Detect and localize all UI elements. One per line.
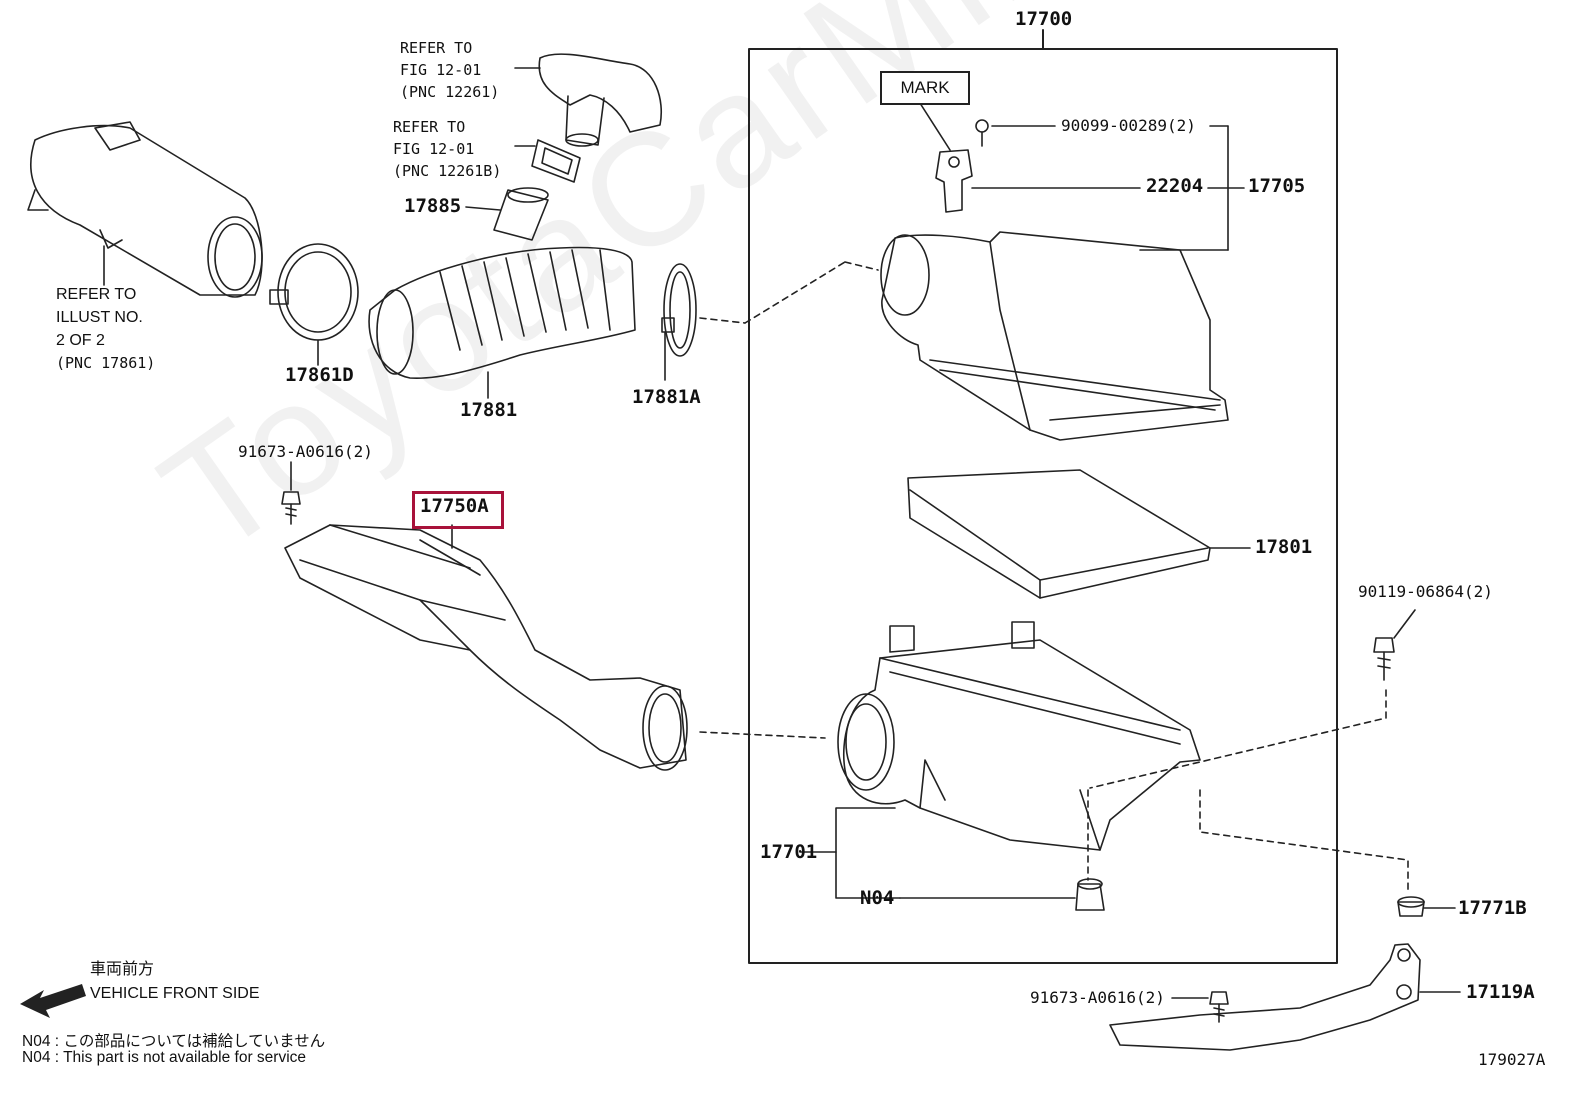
part-17881: 17881 bbox=[460, 399, 518, 421]
air-cleaner-case bbox=[837, 621, 1201, 851]
intake-duct-left bbox=[27, 121, 263, 298]
hose-17881 bbox=[368, 246, 636, 380]
tube-17885 bbox=[493, 187, 549, 241]
ref-hose-mid-line1: REFER TO bbox=[393, 118, 466, 136]
front-side-jp: 車両前方 bbox=[90, 961, 155, 978]
ref-duct-line3: 2 OF 2 bbox=[56, 332, 105, 349]
note-jp: N04 : この部品については補給していません bbox=[22, 1033, 326, 1050]
part-17861D: 17861D bbox=[285, 364, 354, 386]
air-cleaner-cap bbox=[880, 231, 1229, 441]
fitting-12261B bbox=[531, 139, 581, 183]
part-17750A: 17750A bbox=[420, 495, 489, 517]
ref-duct-line1: REFER TO bbox=[56, 286, 137, 303]
rubber-mount-N04 bbox=[1075, 878, 1105, 911]
ref-hose-top-line2: FIG 12-01 bbox=[400, 61, 482, 79]
part-17701: 17701 bbox=[760, 841, 818, 863]
part-91673-bottom: 91673-A0616(2) bbox=[1030, 988, 1165, 1007]
filter-element-17801 bbox=[907, 469, 1211, 599]
ref-hose-mid-line2: FIG 12-01 bbox=[393, 140, 475, 158]
bolt-90119 bbox=[1373, 637, 1395, 681]
ref-duct-line4: (PNC 17861) bbox=[56, 354, 156, 372]
ref-hose-top-line3: (PNC 12261) bbox=[400, 83, 500, 101]
figure-id: 179027A bbox=[1478, 1050, 1546, 1069]
bracket-17119A bbox=[1109, 943, 1421, 1051]
bolt-91673-bottom bbox=[1209, 991, 1229, 1023]
part-17801: 17801 bbox=[1255, 536, 1313, 558]
mark-label: MARK bbox=[880, 71, 970, 105]
hose-12261 bbox=[538, 53, 662, 147]
part-22204: 22204 bbox=[1146, 175, 1204, 197]
part-17705: 17705 bbox=[1248, 175, 1306, 197]
part-90099: 90099-00289(2) bbox=[1061, 116, 1196, 135]
part-N04: N04 bbox=[860, 887, 895, 909]
front-arrow-icon bbox=[20, 984, 86, 1018]
front-side-label: 車両前方 VEHICLE FRONT SIDE bbox=[90, 958, 260, 1006]
highlight-box bbox=[412, 491, 504, 529]
sensor-22204 bbox=[935, 149, 973, 213]
bolt-91673-top bbox=[281, 491, 301, 525]
note-en: N04 : This part is not available for ser… bbox=[22, 1049, 307, 1066]
part-17885: 17885 bbox=[404, 195, 462, 217]
part-17771B: 17771B bbox=[1458, 897, 1527, 919]
grommet-17771B bbox=[1397, 896, 1425, 917]
screw-90099 bbox=[975, 119, 989, 147]
part-90119: 90119-06864(2) bbox=[1358, 582, 1493, 601]
part-17119A: 17119A bbox=[1466, 981, 1535, 1003]
ref-duct-line2: ILLUST NO. bbox=[56, 309, 143, 326]
gasket-17881A bbox=[661, 263, 697, 357]
clamp-17861D bbox=[269, 243, 359, 341]
ref-hose-mid-line3: (PNC 12261B) bbox=[393, 162, 502, 180]
group-label: 17700 bbox=[1015, 8, 1073, 30]
intake-duct-17750A bbox=[284, 524, 688, 771]
part-91673-top: 91673-A0616(2) bbox=[238, 442, 373, 461]
ref-hose-top-line1: REFER TO bbox=[400, 39, 473, 57]
part-17881A: 17881A bbox=[632, 386, 701, 408]
front-side-en: VEHICLE FRONT SIDE bbox=[90, 985, 260, 1002]
